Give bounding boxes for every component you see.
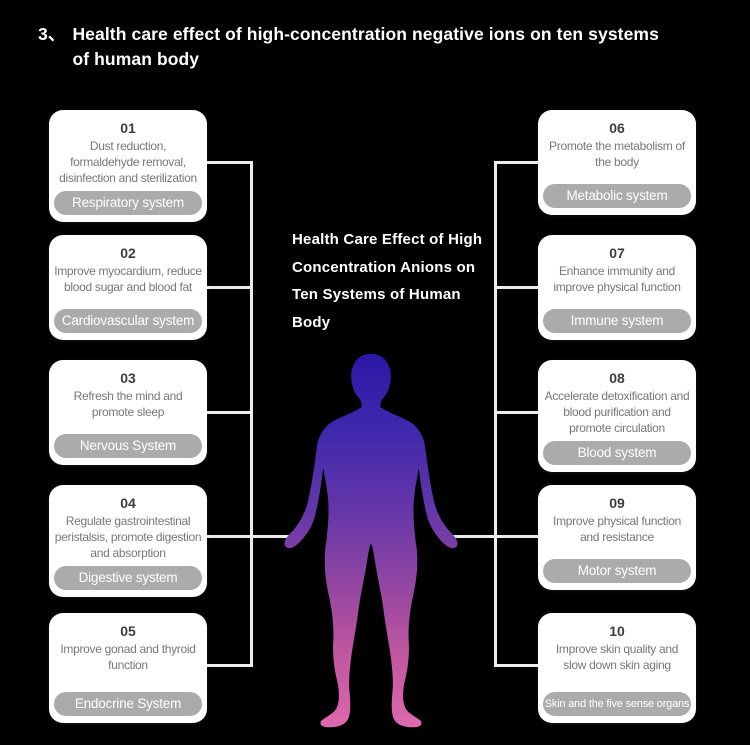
card-03: 03 Refresh the mind and promote sleep Ne… [49,360,207,465]
card-number: 09 [609,495,625,511]
connector-stub-right-3 [494,411,541,414]
title-marker: 3、 [38,24,66,44]
system-badge: Respiratory system [54,191,202,215]
connector-stub-left-5 [206,664,253,667]
system-badge: Digestive system [54,566,202,590]
card-number: 06 [609,120,625,136]
card-07: 07 Enhance immunity and improve physical… [538,235,696,340]
body-leg-left [320,542,371,728]
card-09: 09 Improve physical function and resista… [538,485,696,590]
card-text: Regulate gastrointestinal peristalsis, p… [54,514,202,560]
heading-line: Ten Systems of Human [292,286,461,303]
connector-arm-left [206,535,292,538]
card-number: 04 [120,495,136,511]
system-badge: Nervous System [54,434,202,458]
title-line-1: Health care effect of high-concentration… [72,24,659,44]
connector-vertical-left [250,161,253,667]
connector-stub-left-2 [206,286,253,289]
body-leg-right [371,542,422,728]
card-text: Refresh the mind and promote sleep [73,389,183,419]
body-torso [320,407,422,545]
card-08: 08 Accelerate detoxification and blood p… [538,360,696,472]
body-arm-right [410,422,458,549]
heading-line: Body [292,313,331,331]
card-01: 01 Dust reduction, formaldehyde removal,… [49,110,207,222]
system-badge: Blood system [543,441,691,465]
system-badge: Metabolic system [543,184,691,208]
card-number: 01 [120,120,136,136]
card-number: 03 [120,370,136,386]
heading-line: Health Care Effect of High [292,231,483,248]
center-heading: Health Care Effect of High Concentration… [292,226,487,336]
system-badge: Cardiovascular system [54,309,202,333]
card-number: 05 [120,623,136,639]
title-text: Health care effect of high-concentration… [72,22,658,72]
card-number: 02 [120,245,136,261]
system-badge: Endocrine System [54,692,202,716]
connector-stub-right-1 [494,161,541,164]
card-06: 06 Promote the metabolism of the body Me… [538,110,696,215]
card-text: Improve skin quality and slow down skin … [555,642,679,672]
connector-stub-right-2 [494,286,541,289]
card-number: 08 [609,370,625,386]
card-number: 07 [609,245,625,261]
card-text: Improve gonad and thyroid function [60,642,196,672]
card-text: Enhance immunity and improve physical fu… [553,264,681,294]
card-10: 10 Improve skin quality and slow down sk… [538,613,696,723]
card-text: Improve myocardium, reduce blood sugar a… [54,264,202,294]
card-05: 05 Improve gonad and thyroid function En… [49,613,207,723]
connector-stub-left-3 [206,411,253,414]
human-body-silhouette [284,353,458,728]
title-line-2: of human body [72,49,200,69]
body-head [351,353,391,414]
card-text: Improve physical function and resistance [553,514,681,544]
card-04: 04 Regulate gastrointestinal peristalsis… [49,485,207,597]
figure-wrap [281,352,461,730]
system-badge: Motor system [543,559,691,583]
card-02: 02 Improve myocardium, reduce blood suga… [49,235,207,340]
card-text: Accelerate detoxification and blood puri… [544,389,690,435]
connector-stub-right-5 [494,664,541,667]
card-text: Promote the metabolism of the body [549,139,685,169]
connector-vertical-right [494,161,497,667]
card-text: Dust reduction, formaldehyde removal, di… [59,139,197,185]
page-title: 3、 Health care effect of high-concentrat… [38,22,659,72]
card-number: 10 [609,623,625,639]
system-badge: Skin and the five sense organs [543,692,691,716]
connector-stub-left-1 [206,161,253,164]
connector-arm-right [452,535,541,538]
system-badge: Immune system [543,309,691,333]
body-arm-left [284,422,332,549]
heading-line: Concentration Anions on [292,258,476,276]
